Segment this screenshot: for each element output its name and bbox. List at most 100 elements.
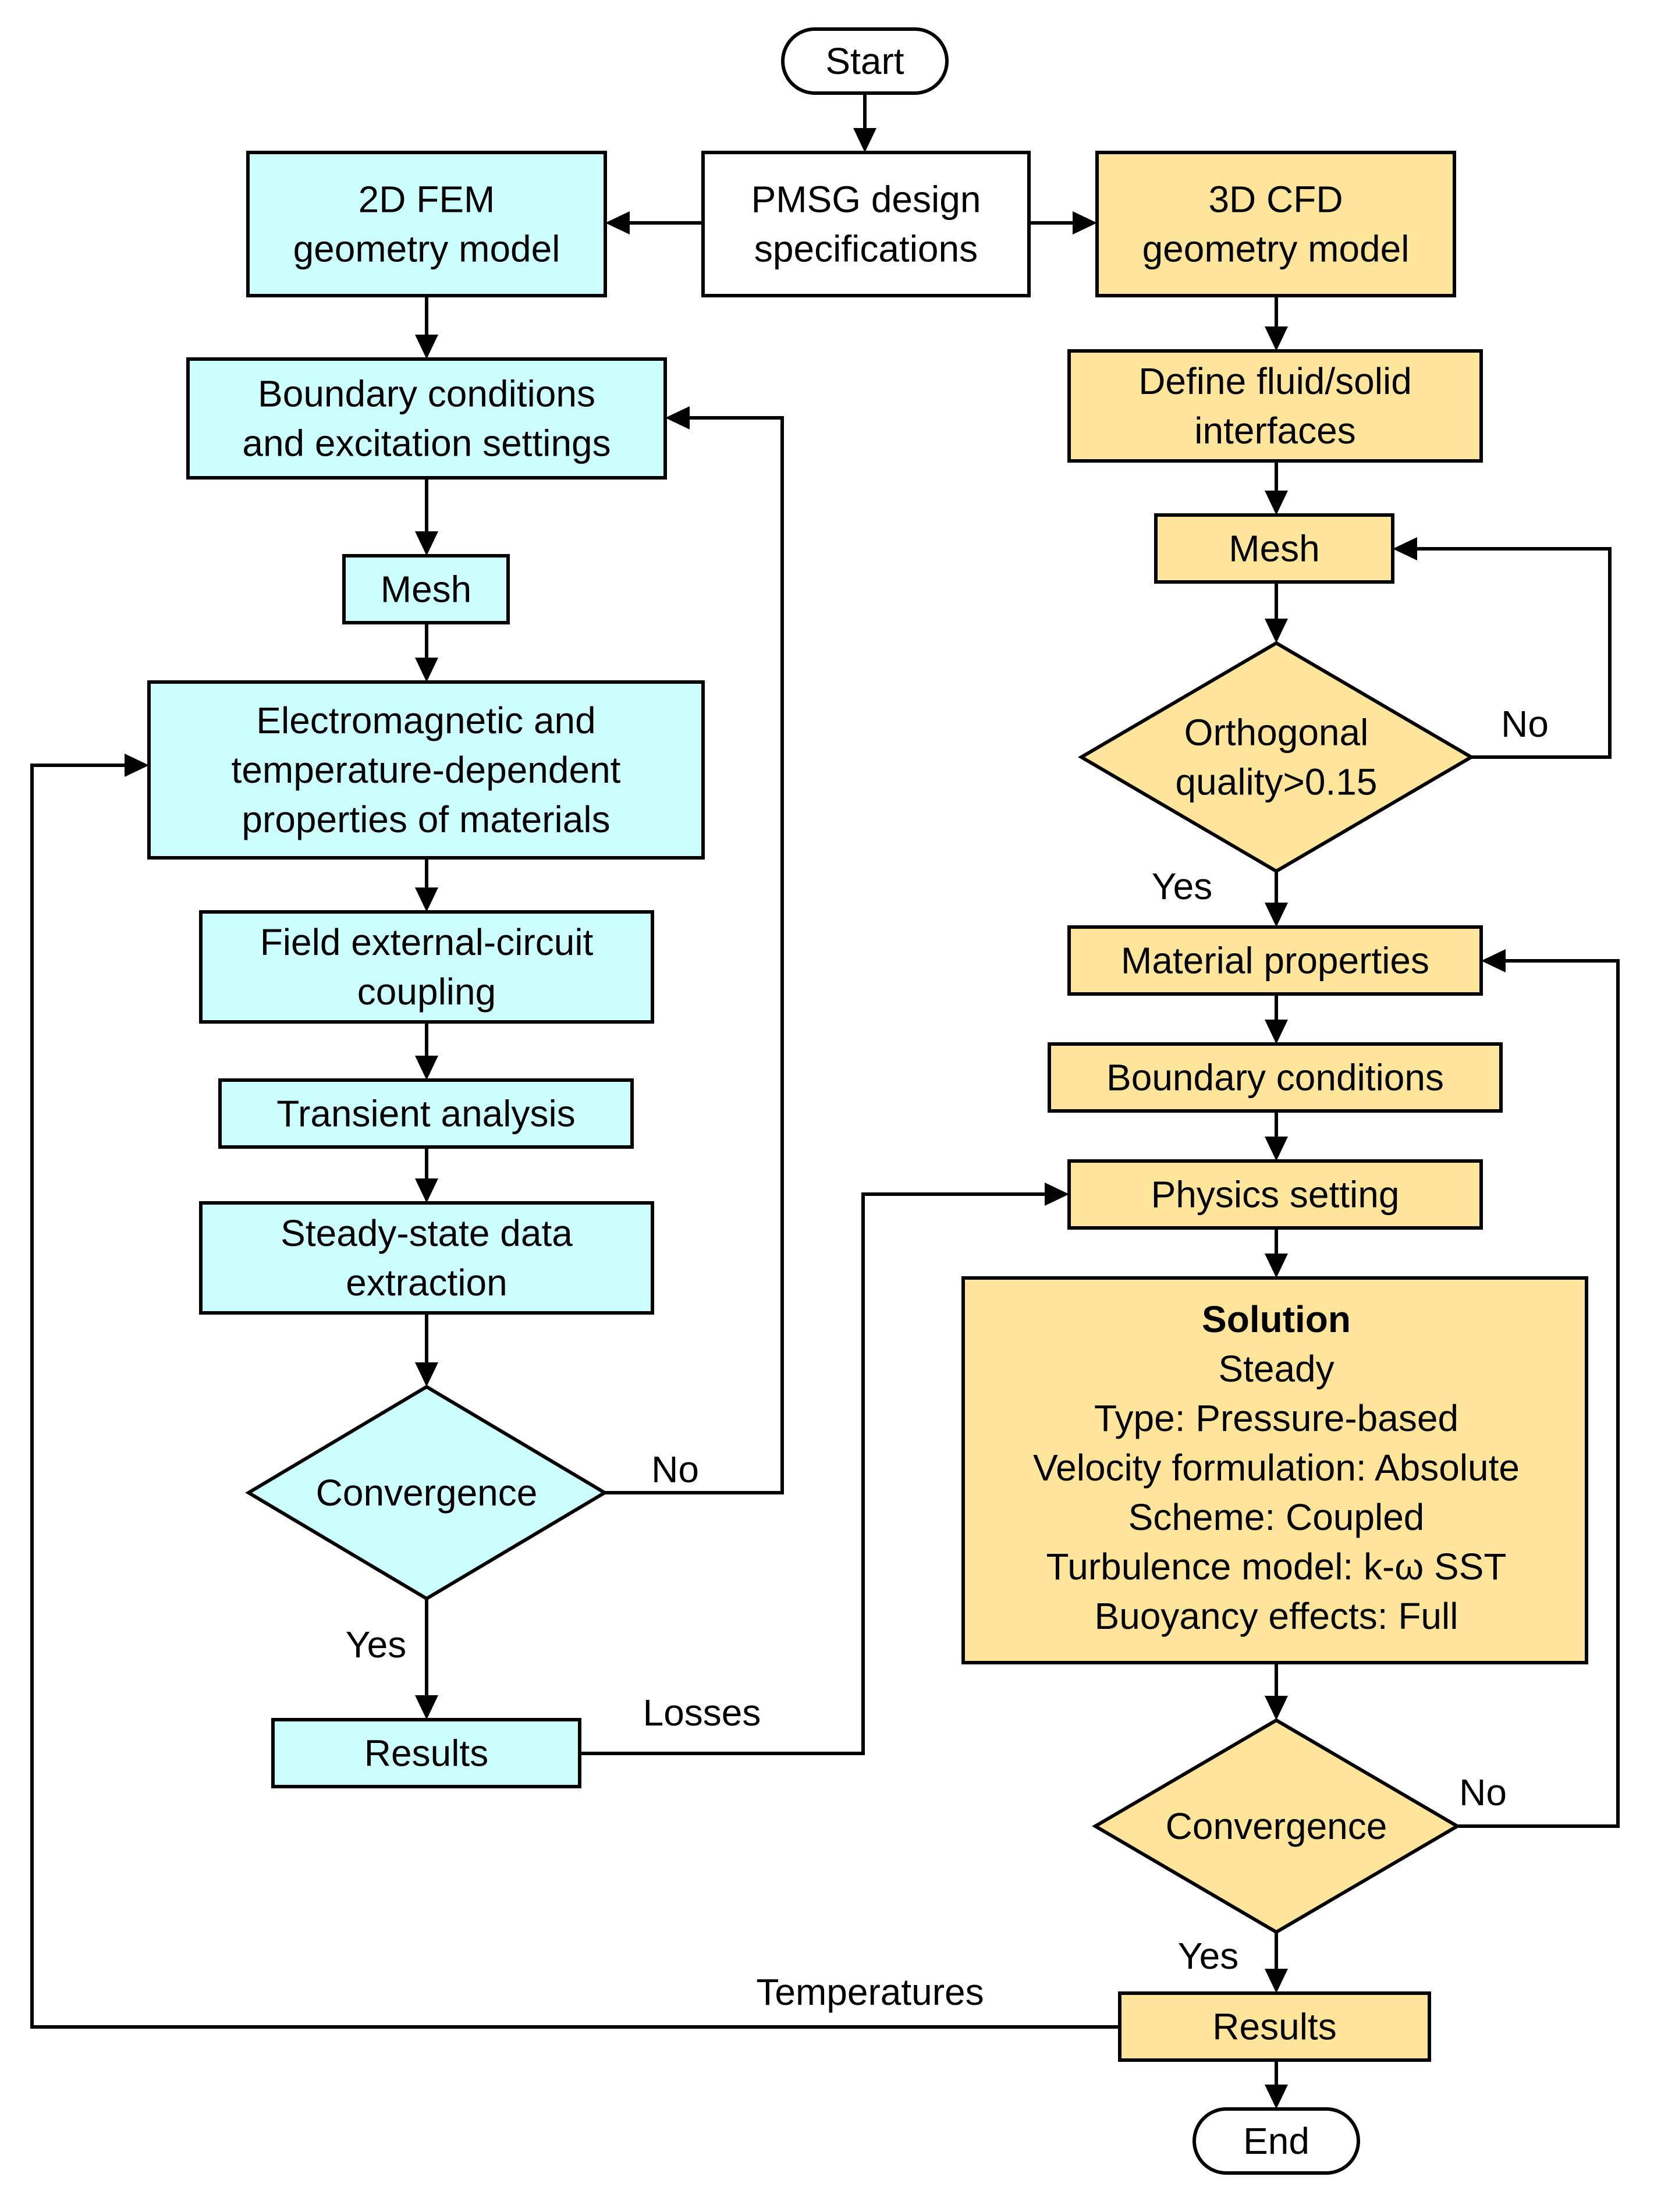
cfd-results-box: Results — [1118, 1991, 1431, 2062]
cfd-boundary-box-text: Boundary conditions — [1106, 1057, 1444, 1099]
fem-boundary-box-text: Boundary conditions — [258, 373, 595, 415]
end-terminal-text: End — [1243, 2120, 1309, 2162]
cfd-geometry-box-text: geometry model — [1142, 228, 1410, 270]
cfd-solution-box-shape — [961, 1276, 1588, 1664]
arrowhead — [415, 658, 438, 682]
connectors — [30, 93, 1620, 2109]
cfd-results-box-text: Results — [1212, 2006, 1336, 2048]
losses-label: Losses — [643, 1692, 761, 1734]
cfd-conv-no-label: No — [1459, 1771, 1507, 1813]
arrowhead — [605, 211, 630, 235]
arrowhead — [1265, 2085, 1288, 2109]
fem-transient-box-text: Transient analysis — [276, 1093, 575, 1135]
fem-transient-box: Transient analysis — [218, 1078, 634, 1149]
cfd-conv-no — [1457, 959, 1620, 1828]
cfd-physics-box-text: Physics setting — [1151, 1174, 1400, 1216]
arrowhead — [1265, 1020, 1288, 1044]
fem-geometry-box-text: 2D FEM — [359, 179, 495, 221]
fem-yes-label: Yes — [346, 1624, 406, 1666]
arrowhead — [415, 1695, 438, 1720]
fem-mesh-box: Mesh — [342, 554, 510, 624]
arrowhead — [1393, 537, 1417, 560]
arrowhead — [415, 887, 438, 912]
cfd-mesh-no-label: No — [1501, 703, 1549, 745]
fem-geometry-box-shape — [246, 151, 607, 297]
cfd-conv-yes-label: Yes — [1178, 1935, 1238, 1977]
fem-materials-box: Electromagnetic and temperature-dependent… — [147, 680, 705, 860]
cfd-boundary-box: Boundary conditions — [1048, 1042, 1503, 1113]
solution-line: Turbulence model: k-ω SST — [1046, 1546, 1507, 1588]
arrowhead — [1481, 949, 1506, 972]
cfd-mesh-box: Mesh — [1154, 513, 1394, 584]
cfd-interfaces-box-text: interfaces — [1194, 410, 1355, 452]
cfd-qual-no — [1416, 547, 1612, 759]
end-terminal-shape — [1192, 2107, 1360, 2175]
fem-conv-no — [605, 416, 784, 1494]
arrowhead — [853, 128, 876, 152]
arrowhead — [1265, 619, 1288, 643]
fem-materials-box-text: Electromagnetic and — [256, 700, 595, 741]
solution-line: Steady — [1218, 1348, 1334, 1390]
fem-steady-box-text: extraction — [346, 1262, 507, 1304]
arrowhead — [1265, 903, 1288, 927]
arrowhead — [415, 1362, 438, 1387]
fem-steady-box-text: Steady-state data — [281, 1212, 573, 1254]
cfd-material-box-shape — [1067, 925, 1483, 996]
spec-box-shape — [701, 151, 1031, 297]
fem-geometry-box-text: geometry model — [293, 228, 560, 270]
arrowhead — [1265, 1696, 1288, 1720]
cfd-mesh-box-text: Mesh — [1229, 528, 1320, 570]
arrowhead — [665, 406, 690, 429]
arrowhead — [415, 335, 438, 359]
cfd-material-box-text: Material properties — [1121, 940, 1429, 982]
cfd-geometry-box: 3D CFD geometry model — [1095, 151, 1456, 297]
fem-transient-box-shape — [218, 1078, 634, 1149]
fem-no-label: No — [651, 1448, 699, 1490]
fem-materials-box-text: temperature-dependent — [232, 749, 621, 791]
fem-results-box-shape — [271, 1718, 581, 1788]
temperatures-link — [30, 764, 1120, 2029]
cfd-quality-decision-text: quality>0.15 — [1176, 761, 1378, 803]
arrowhead — [415, 1056, 438, 1080]
fem-coupling-box-shape — [199, 910, 654, 1024]
cfd-material-box: Material properties — [1067, 925, 1483, 996]
cfd-boundary-box-shape — [1048, 1042, 1503, 1113]
fem-mesh-box-shape — [342, 554, 510, 624]
start-terminal: Start — [781, 27, 949, 95]
fem-convergence-decision-text: Convergence — [316, 1472, 538, 1514]
start-terminal-shape — [781, 27, 949, 95]
cfd-geometry-box-text: 3D CFD — [1208, 179, 1343, 221]
cfd-convergence-decision: Convergence — [1092, 1718, 1461, 1934]
arrowhead — [1265, 1137, 1288, 1161]
solution-title: Solution — [1202, 1298, 1351, 1340]
start-terminal-text: Start — [825, 40, 904, 82]
solution-line: Buoyancy effects: Full — [1095, 1595, 1458, 1637]
cfd-geometry-box-shape — [1095, 151, 1456, 297]
fem-materials-box-shape — [147, 680, 705, 860]
cfd-physics-box-shape — [1067, 1159, 1483, 1230]
fem-convergence-decision: Convergence — [245, 1384, 608, 1601]
cfd-convergence-decision-shape — [1092, 1718, 1461, 1934]
fem-boundary-box-text: and excitation settings — [242, 422, 611, 464]
fem-boundary-box-shape — [186, 357, 667, 480]
solution-line: Velocity formulation: Absolute — [1033, 1447, 1520, 1489]
fem-steady-box: Steady-state data extraction — [199, 1201, 654, 1315]
end-terminal: End — [1192, 2107, 1360, 2175]
temperatures-label: Temperatures — [756, 1971, 984, 2013]
arrowhead — [415, 531, 438, 556]
cfd-mesh-yes-label: Yes — [1152, 865, 1212, 907]
spec-box-text: specifications — [754, 228, 978, 270]
cfd-results-box-shape — [1118, 1991, 1431, 2062]
arrowhead — [1265, 326, 1288, 351]
fem-steady-box-shape — [199, 1201, 654, 1315]
fem-results-box: Results — [271, 1718, 581, 1788]
cfd-mesh-box-shape — [1154, 513, 1394, 584]
solution-line: Type: Pressure-based — [1094, 1397, 1458, 1439]
